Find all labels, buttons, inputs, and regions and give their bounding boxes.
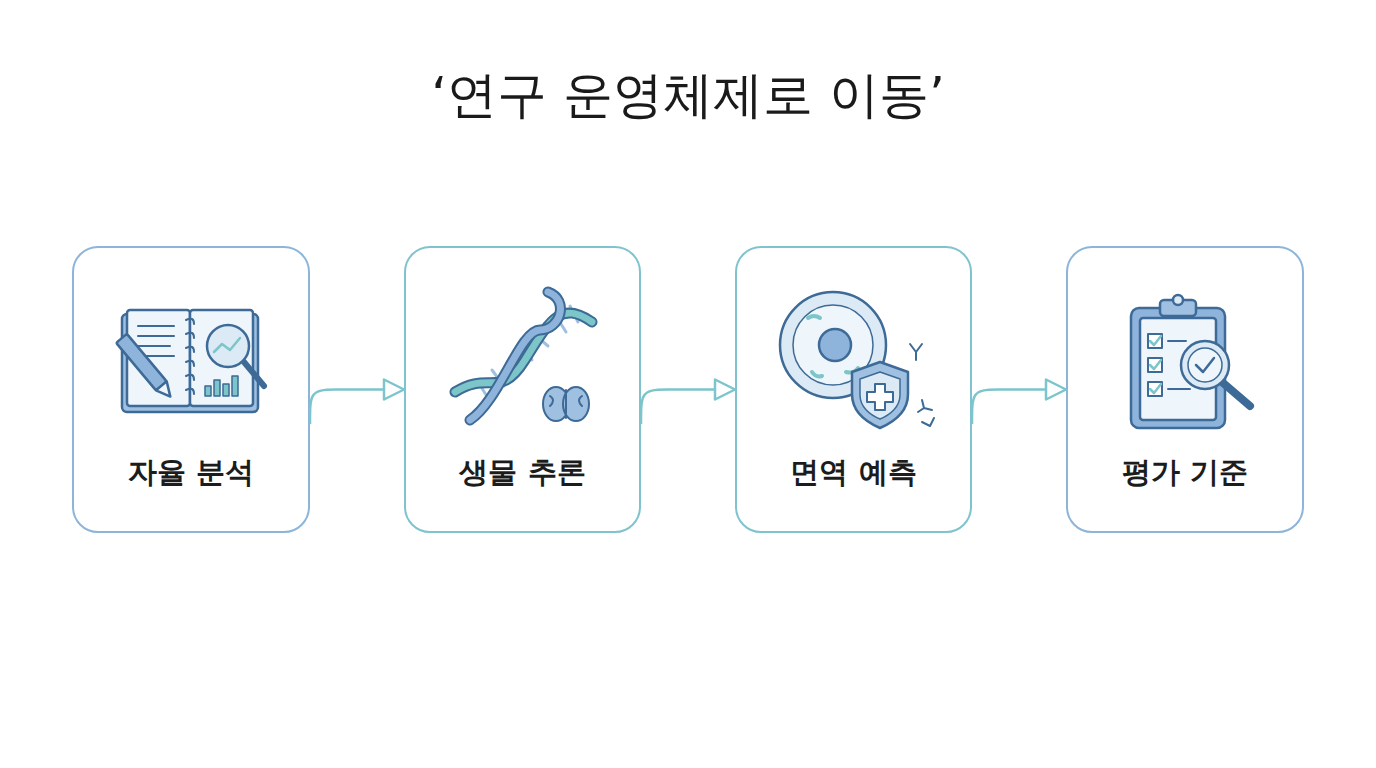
clipboard-icon bbox=[1131, 295, 1250, 428]
box-label: 평가 기준 bbox=[1074, 452, 1296, 492]
diagram-title: ‘연구 운영체제로 이동’ bbox=[0, 62, 1376, 128]
box-label: 자율 분석 bbox=[80, 452, 302, 492]
cell-shield-icon bbox=[780, 292, 934, 428]
box-label: 면역 예측 bbox=[743, 452, 964, 492]
process-box: 생물 추론 bbox=[404, 246, 641, 533]
process-box: 평가 기준 bbox=[1066, 246, 1304, 533]
flow-arrow bbox=[310, 390, 404, 424]
flow-arrow bbox=[972, 390, 1066, 424]
process-box: 자율 분석 bbox=[72, 246, 310, 533]
dna-icon bbox=[455, 292, 592, 421]
notebook-icon bbox=[116, 310, 264, 412]
process-box: 면역 예측 bbox=[735, 246, 972, 533]
flow-arrow bbox=[641, 390, 735, 424]
box-label: 생물 추론 bbox=[412, 452, 633, 492]
